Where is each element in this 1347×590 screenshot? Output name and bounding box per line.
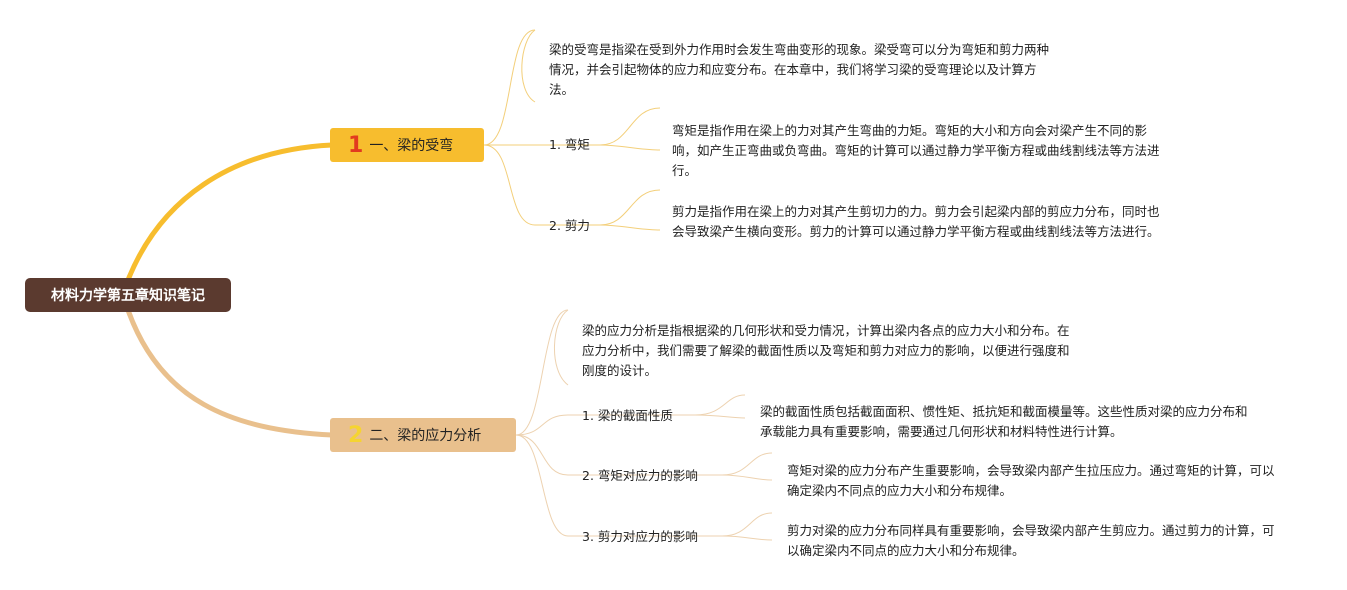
link-b2-item2	[515, 434, 569, 476]
branch-1-item-1-label[interactable]: 1. 弯矩	[549, 137, 590, 152]
branch-1-item-2-detail[interactable]: 剪力是指作用在梁上的力对其产生剪切力的力。剪力会引起梁内部的剪应力分布，同时也会…	[672, 202, 1164, 242]
branch-1-item-2-label[interactable]: 2. 剪力	[549, 218, 590, 233]
link-b2-item1-detail2	[694, 414, 746, 419]
branch-2-item-3-label[interactable]: 3. 剪力对应力的影响	[582, 529, 698, 544]
branch-2-intro-text: 梁的应力分析是指根据梁的几何形状和受力情况，计算出梁内各点的应力大小和分布。在应…	[582, 323, 1070, 378]
branch-1-topic[interactable]: 1 一、梁的受弯	[330, 128, 484, 162]
branch-1-number: 1	[348, 132, 364, 158]
branch-2-title: 二、梁的应力分析	[369, 428, 482, 444]
branch-2-item-3-detail-text: 剪力对梁的应力分布同样具有重要影响，会导致梁内部产生剪应力。通过剪力的计算，可以…	[787, 523, 1275, 558]
branch-2-item-2-label[interactable]: 2. 弯矩对应力的影响	[582, 468, 698, 483]
branch-2-item-3-detail[interactable]: 剪力对梁的应力分布同样具有重要影响，会导致梁内部产生剪应力。通过剪力的计算，可以…	[787, 521, 1283, 561]
branch-1-item-2-detail-text: 剪力是指作用在梁上的力对其产生剪切力的力。剪力会引起梁内部的剪应力分布，同时也会…	[672, 204, 1160, 239]
link-b1-intro	[483, 29, 536, 146]
link-b2-item2-detail2	[721, 474, 773, 481]
branch-1-item-1-detail-text: 弯矩是指作用在梁上的力对其产生弯曲的力矩。弯矩的大小和方向会对梁产生不同的影响，…	[672, 123, 1160, 178]
branch-1-intro-text: 梁的受弯是指梁在受到外力作用时会发生弯曲变形的现象。梁受弯可以分为弯矩和剪力两种…	[549, 42, 1050, 97]
link-b1-item2-detail2	[599, 224, 661, 231]
link-b2-item3-detail	[721, 512, 773, 537]
link-b1-item1-detail2	[599, 144, 661, 151]
link-root-branch1	[125, 142, 335, 283]
link-b2-item3-detail2	[721, 535, 773, 541]
link-b2-intro	[515, 309, 569, 436]
branch-2-item-1-detail[interactable]: 梁的截面性质包括截面面积、惯性矩、抵抗矩和截面模量等。这些性质对梁的应力分布和承…	[760, 402, 1256, 442]
branch-1-title: 一、梁的受弯	[369, 138, 454, 154]
branch-2-item-1-detail-text: 梁的截面性质包括截面面积、惯性矩、抵抗矩和截面模量等。这些性质对梁的应力分布和承…	[760, 404, 1248, 439]
branch-2-number: 2	[348, 422, 364, 448]
link-b2-item1-detail	[694, 394, 746, 416]
branch-2-intro[interactable]: 梁的应力分析是指根据梁的几何形状和受力情况，计算出梁内各点的应力大小和分布。在应…	[582, 321, 1078, 381]
link-b2-item1	[515, 414, 569, 436]
link-b2-item3	[515, 434, 569, 537]
link-b2-item2-detail	[721, 452, 773, 476]
branch-2-topic[interactable]: 2 二、梁的应力分析	[330, 418, 516, 452]
link-b2-intro-bar	[554, 309, 569, 386]
root-topic[interactable]: 材料力学第五章知识笔记	[25, 278, 231, 312]
link-root-branch2	[125, 307, 335, 438]
branch-2-item-2-detail[interactable]: 弯矩对梁的应力分布产生重要影响，会导致梁内部产生拉压应力。通过弯矩的计算，可以确…	[787, 461, 1283, 501]
link-b1-intro-bar	[521, 29, 536, 103]
branch-1-item-1-detail[interactable]: 弯矩是指作用在梁上的力对其产生弯曲的力矩。弯矩的大小和方向会对梁产生不同的影响，…	[672, 121, 1164, 181]
link-b1-item2-detail	[599, 189, 661, 226]
link-b1-item1-detail	[599, 107, 661, 146]
branch-1-intro[interactable]: 梁的受弯是指梁在受到外力作用时会发生弯曲变形的现象。梁受弯可以分为弯矩和剪力两种…	[549, 40, 1049, 100]
link-b1-item2	[483, 144, 536, 226]
branch-2-item-1-label[interactable]: 1. 梁的截面性质	[582, 408, 673, 423]
root-title: 材料力学第五章知识笔记	[51, 288, 205, 304]
branch-2-item-2-detail-text: 弯矩对梁的应力分布产生重要影响，会导致梁内部产生拉压应力。通过弯矩的计算，可以确…	[787, 463, 1275, 498]
